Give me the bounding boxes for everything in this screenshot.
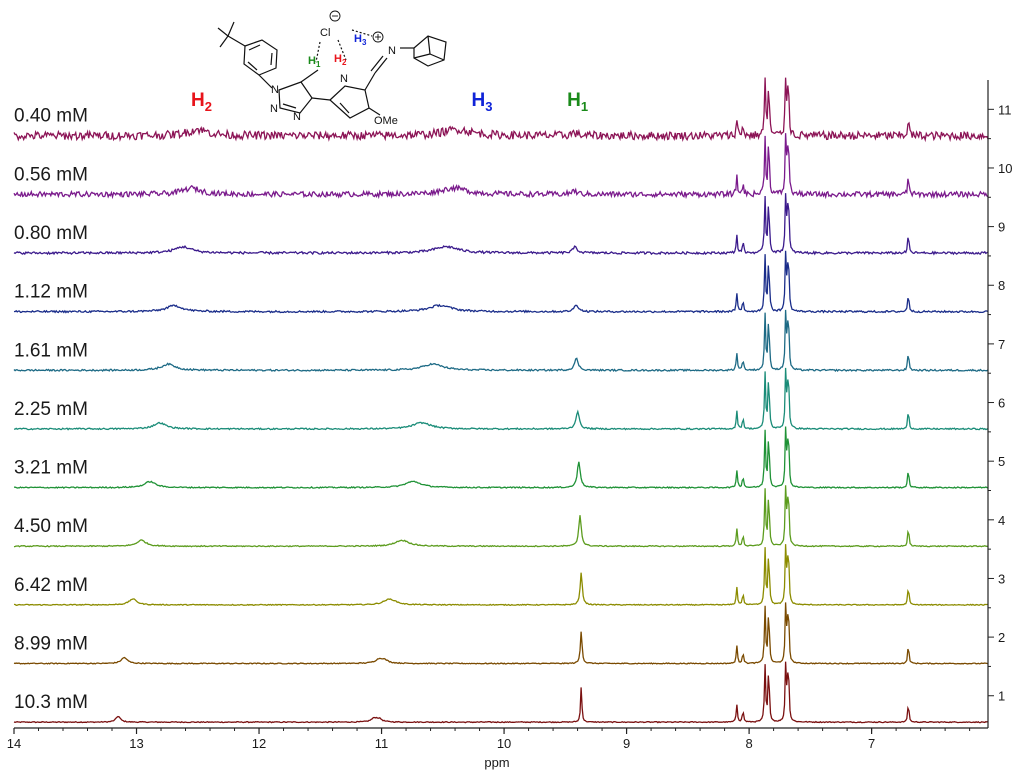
spectrum-trace	[13, 426, 989, 490]
x-tick-label: 13	[129, 736, 143, 751]
y-tick-label: 10	[998, 161, 1012, 176]
triazole-n3-label: N	[293, 111, 301, 123]
concentration-label: 6.42 mM	[14, 575, 88, 596]
x-tick-label: 14	[7, 736, 21, 751]
x-tick-label: 8	[745, 736, 752, 751]
concentration-labels: 10.3 mM 8.99 mM 6.42 mM 4.50 mM 3.21 mM 2.25 …	[14, 106, 88, 713]
triazole-n1-label: N	[271, 84, 279, 96]
concentration-label: 4.50 mM	[14, 516, 88, 537]
x-tick-label: 11	[375, 736, 389, 751]
chloride-label: Cl	[320, 27, 330, 39]
concentration-label: 1.61 mM	[14, 340, 88, 361]
y-tick-label: 4	[998, 513, 1005, 528]
concentration-label: 10.3 mM	[14, 692, 88, 713]
spectrum-trace	[14, 367, 989, 431]
x-tick-label: 9	[623, 736, 630, 751]
y-tick-label: 8	[998, 278, 1005, 293]
triazole-n2-label: N	[270, 103, 278, 115]
peak-label: H2	[191, 90, 212, 114]
peak-labels: H2 H3 H1	[191, 90, 588, 114]
concentration-label: 2.25 mM	[14, 399, 88, 420]
x-tick-label: 12	[252, 736, 266, 751]
y-ticks: 1 2 3 4 5 6 7 8 9 10 11	[988, 102, 1012, 704]
x-axis-title: ppm	[484, 755, 509, 770]
spectrum-trace	[13, 77, 989, 143]
y-tick-label: 5	[998, 454, 1005, 469]
y-tick-label: 1	[998, 689, 1005, 704]
concentration-label: 0.40 mM	[14, 106, 88, 127]
concentration-label: 0.56 mM	[14, 164, 88, 185]
y-tick-label: 2	[998, 630, 1005, 645]
molecule-structure	[217, 10, 447, 119]
structure-h3-label: H3	[354, 33, 367, 47]
x-tick-label: 10	[497, 736, 511, 751]
y-tick-label: 7	[998, 337, 1005, 352]
structure-h1-label: H1	[308, 55, 321, 69]
molecule-labels: Cl N OMe N N N N H1 H2 H3	[270, 27, 398, 127]
spectrum-trace	[13, 485, 989, 548]
y-tick-label: 6	[998, 396, 1005, 411]
spectra-group	[13, 77, 989, 724]
x-ticks: 14 13 12 11 10 9 8 7	[7, 728, 971, 751]
methoxy-label: OMe	[374, 115, 398, 127]
x-tick-label: 7	[868, 736, 875, 751]
peak-label: H3	[472, 90, 493, 114]
peak-label: H1	[567, 90, 588, 114]
concentration-label: 3.21 mM	[14, 458, 88, 479]
concentration-label: 0.80 mM	[14, 223, 88, 244]
concentration-label: 1.12 mM	[14, 282, 88, 303]
pyrrole-n-label: N	[340, 73, 348, 85]
spectrum-trace	[13, 602, 989, 665]
spectrum-trace	[13, 309, 989, 373]
spectrum-trace	[13, 661, 989, 724]
spectrum-trace	[13, 544, 989, 607]
y-tick-label: 9	[998, 220, 1005, 235]
concentration-label: 8.99 mM	[14, 633, 88, 654]
iminium-n-label: N	[388, 45, 396, 57]
spectrum-trace	[13, 250, 989, 314]
y-tick-label: 11	[998, 102, 1012, 117]
spectrum-trace	[13, 133, 989, 200]
structure-h2-label: H2	[334, 53, 347, 67]
spectrum-trace	[13, 193, 989, 256]
y-tick-label: 3	[998, 571, 1005, 586]
